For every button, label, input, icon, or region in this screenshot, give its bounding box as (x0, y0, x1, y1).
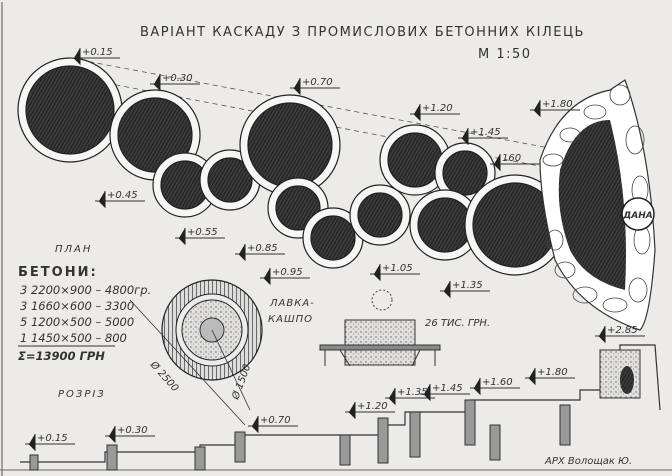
level-value: +0.15 (37, 433, 68, 444)
pond-label: ДАНА (622, 211, 653, 221)
pond-marker (621, 197, 655, 231)
concrete-ring (434, 142, 496, 204)
ring-detail: Ø 2500 Ø 1500 (129, 279, 263, 426)
author: АРХ Волощак Ю. (544, 456, 632, 467)
level-mark: +0.30 (150, 73, 200, 92)
level-value: +1.45 (432, 383, 463, 394)
bench-planter: ЛАВКА- КАШПО 26 ТИС. ГРН. (268, 289, 490, 367)
level-value: +0.70 (302, 77, 333, 88)
plan-level-marks: +0.15 +0.30 +0.70 +1.20 +1.45 +1.80 160 +0.45 +0… (70, 47, 580, 299)
level-value: +0.55 (187, 227, 218, 238)
level-value: +1.60 (482, 377, 513, 388)
level-mark: +1.20 (410, 103, 460, 122)
concrete-ring (152, 152, 218, 218)
concrete-heading: БЕТОНИ: (18, 265, 98, 280)
level-value: +0.70 (260, 415, 291, 426)
scale-label: М 1:50 (478, 47, 532, 62)
level-value: +0.30 (162, 73, 193, 84)
level-value: +0.45 (107, 190, 138, 201)
level-value: +0.15 (82, 47, 113, 58)
concrete-item: 1 1450×500 – 800 (20, 331, 127, 345)
level-mark: +1.80 (525, 367, 575, 386)
level-mark: +0.30 (105, 425, 155, 444)
drawing-title: ВАРІАНТ КАСКАДУ З ПРОМИСЛОВИХ БЕТОННИХ К… (140, 25, 585, 40)
concrete-ring (379, 124, 451, 196)
concrete-ring (302, 207, 364, 269)
section-view (20, 344, 661, 471)
level-mark: +1.80 (530, 99, 580, 118)
level-value: +1.45 (470, 127, 501, 138)
concrete-item: 3 2200×900 – 4800гр. (20, 283, 151, 297)
level-mark: +2.85 (595, 325, 645, 344)
level-value: +1.35 (452, 280, 483, 291)
level-mark: +0.55 (175, 227, 225, 246)
level-value: +1.80 (542, 99, 573, 110)
level-mark: +1.45 (458, 127, 508, 146)
level-mark: +1.35 (440, 280, 490, 299)
level-mark: +1.35 (385, 387, 435, 406)
level-value: +0.95 (272, 267, 303, 278)
pond: ДАНА (539, 79, 656, 331)
level-mark: +0.85 (235, 243, 285, 262)
bench-price: 26 ТИС. ГРН. (425, 318, 490, 329)
level-value: +1.05 (382, 263, 413, 274)
concrete-ring (464, 174, 566, 276)
section-label: РОЗРІЗ (58, 389, 106, 400)
level-mark: +0.15 (25, 433, 75, 452)
level-mark: +1.05 (370, 263, 420, 282)
concrete-ring (349, 184, 411, 246)
plan-rings (17, 57, 566, 276)
concrete-ring (239, 94, 341, 196)
section-level-marks: +0.15 +0.30 +0.70 +1.20 +1.35 +1.45 +1.60 +1.80… (25, 325, 645, 452)
level-value: +1.35 (397, 387, 428, 398)
level-mark: +0.70 (290, 77, 340, 96)
concrete-ring (17, 57, 123, 163)
bench-label: КАШПО (268, 314, 313, 325)
level-value: +1.80 (537, 367, 568, 378)
level-mark: +1.60 (470, 377, 520, 396)
level-mark: +0.45 (95, 190, 145, 209)
level-value: +1.20 (422, 103, 453, 114)
bench-label: ЛАВКА- (269, 298, 315, 309)
level-mark: +0.15 (70, 47, 120, 66)
level-value: +0.85 (247, 243, 278, 254)
level-value: +2.85 (607, 325, 638, 336)
level-value: +0.30 (117, 425, 148, 436)
level-mark: +0.70 (248, 415, 298, 434)
level-mark: +1.45 (420, 383, 470, 402)
concrete-item: 3 1660×600 – 3300 (20, 299, 134, 313)
level-value: 160 (502, 153, 521, 164)
concrete-item: 5 1200×500 – 5000 (20, 315, 134, 329)
concrete-total: Σ=13900 ГРН (18, 349, 105, 363)
level-mark: 160 (490, 153, 540, 172)
level-value: +1.20 (357, 401, 388, 412)
level-mark: +0.95 (260, 267, 310, 286)
level-mark: +1.20 (345, 401, 395, 420)
plan-label: ПЛАН (55, 244, 92, 255)
